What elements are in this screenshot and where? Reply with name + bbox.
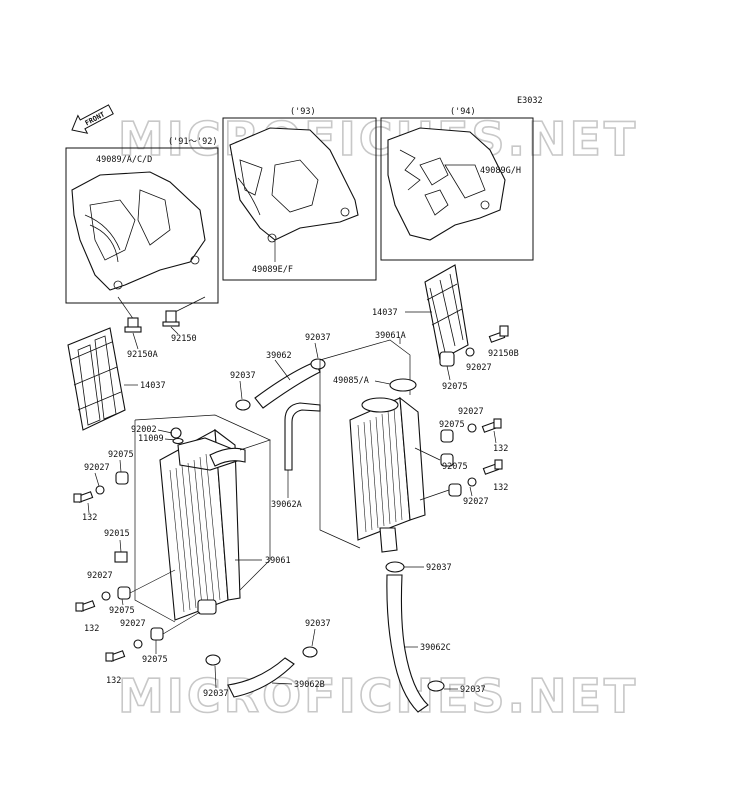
label-92037-upper-left: 92037	[230, 371, 256, 381]
label-92150: 92150	[171, 334, 197, 344]
shroud-box-91-92: ('91～'92)	[65, 137, 219, 304]
washer-92027-left-2	[101, 591, 111, 601]
bolt-132-right-2	[482, 459, 503, 475]
watermark-top: MICROFICHES.NET	[118, 112, 638, 166]
shroud-box-93: ('93)	[222, 107, 377, 281]
grommet-92075-right-mid-2	[440, 453, 454, 467]
label-49085a: 49085/A	[333, 376, 369, 386]
radiator-guard-right	[424, 264, 469, 361]
hose-39062	[254, 361, 321, 409]
bolt-132-left-3	[105, 650, 126, 662]
label-39062c: 39062C	[420, 643, 451, 653]
label-92027-left-1: 92027	[84, 463, 110, 473]
label-92150b: 92150B	[488, 349, 519, 359]
radiator-guard-left	[67, 327, 126, 431]
hose-39062b	[227, 657, 295, 698]
label-39062: 39062	[266, 351, 292, 361]
label-92150a: 92150A	[127, 350, 158, 360]
clamp-92037-upper-left	[235, 399, 251, 411]
year-label-94: ('94)	[450, 107, 476, 117]
radiator-39061	[159, 427, 246, 621]
label-132-left-2: 132	[84, 624, 99, 634]
label-11009: 11009	[138, 434, 164, 444]
shroud-94	[387, 127, 506, 241]
radiator-39061a	[349, 396, 426, 553]
clamp-92037-lower-left-a	[205, 654, 221, 666]
front-arrow-icon: FRONT	[71, 104, 114, 134]
label-92075-left-2: 92075	[109, 606, 135, 616]
clamp-92037-bottom-right	[427, 680, 445, 692]
label-132-right-2: 132	[493, 483, 508, 493]
grommet-92075-left-2	[117, 586, 131, 600]
label-14037-left: 14037	[140, 381, 166, 391]
watermark-bottom: MICROFICHES.NET	[118, 669, 638, 723]
shroud-box-94: ('94)	[380, 107, 534, 261]
label-39061: 39061	[265, 556, 291, 566]
label-92075-right-top: 92075	[442, 382, 468, 392]
bolt-132-left-1	[73, 491, 94, 503]
grommet-92075-right-mid-1	[440, 429, 454, 443]
diagram-code: E3032	[517, 96, 543, 106]
clamp-92037-upper-right	[310, 358, 326, 370]
bolt-132-left-2	[75, 600, 96, 612]
label-92027-left-3: 92027	[120, 619, 146, 629]
clamp-92037-right-lower	[385, 561, 405, 573]
label-132-left-3: 132	[106, 676, 121, 686]
label-92002: 92002	[131, 425, 157, 435]
label-92027-right-top: 92027	[466, 363, 492, 373]
label-39062b: 39062B	[294, 680, 325, 690]
label-49089ef: 49089E/F	[252, 265, 293, 275]
label-39062a: 39062A	[271, 500, 302, 510]
label-39061a: 39061A	[375, 331, 406, 341]
label-92037-lower-left-b: 92037	[305, 619, 331, 629]
label-92015: 92015	[104, 529, 130, 539]
bolt-132-right-1	[481, 418, 502, 433]
year-label-93: ('93)	[290, 107, 316, 117]
shroud-93	[229, 127, 359, 241]
grommet-92075-left-3	[150, 627, 164, 641]
washer-92027-left-3	[133, 639, 143, 649]
label-92027-right-mid-1: 92027	[458, 407, 484, 417]
washer-92027-right-mid-2	[467, 477, 477, 487]
hose-39062c	[386, 574, 429, 713]
bolt-92150b	[488, 325, 509, 343]
label-92075-right-mid-1: 92075	[439, 420, 465, 430]
washer-11009	[172, 437, 184, 445]
label-14037-right: 14037	[372, 308, 398, 318]
shroud-91-92	[71, 171, 206, 291]
clamp-92037-lower-left-b	[302, 646, 318, 658]
label-92037-right-lower: 92037	[426, 563, 452, 573]
label-49089gh: 49089G/H	[480, 166, 521, 176]
washer-92027-left-1	[95, 485, 105, 495]
grommet-92075-left-1	[115, 471, 129, 485]
grommet-92075-right-low	[448, 483, 462, 497]
label-92027-right-mid-2: 92027	[463, 497, 489, 507]
bolt-92150a	[124, 317, 142, 333]
year-label-91-92: ('91～'92)	[168, 137, 217, 147]
label-92037-lower-left-a: 92037	[203, 689, 229, 699]
label-92027-left-2: 92027	[87, 571, 113, 581]
label-132-left-1: 132	[82, 513, 97, 523]
grommet-92075-right-top	[439, 351, 455, 367]
label-92075-left-1: 92075	[108, 450, 134, 460]
label-92075-right-mid-2: 92075	[442, 462, 468, 472]
washer-92027-right-mid-1	[467, 423, 477, 433]
label-132-right-1: 132	[493, 444, 508, 454]
label-49089acd: 49089/A/C/D	[96, 155, 152, 165]
washer-92027-right-top	[465, 347, 475, 357]
tube-39062a	[284, 402, 321, 471]
clip-92015	[114, 551, 128, 563]
label-92037-bottom-right: 92037	[460, 685, 486, 695]
label-92037-upper-right: 92037	[305, 333, 331, 343]
radiator-cap-49085a	[389, 378, 417, 392]
bolt-92150	[162, 310, 180, 327]
label-92075-left-3: 92075	[142, 655, 168, 665]
